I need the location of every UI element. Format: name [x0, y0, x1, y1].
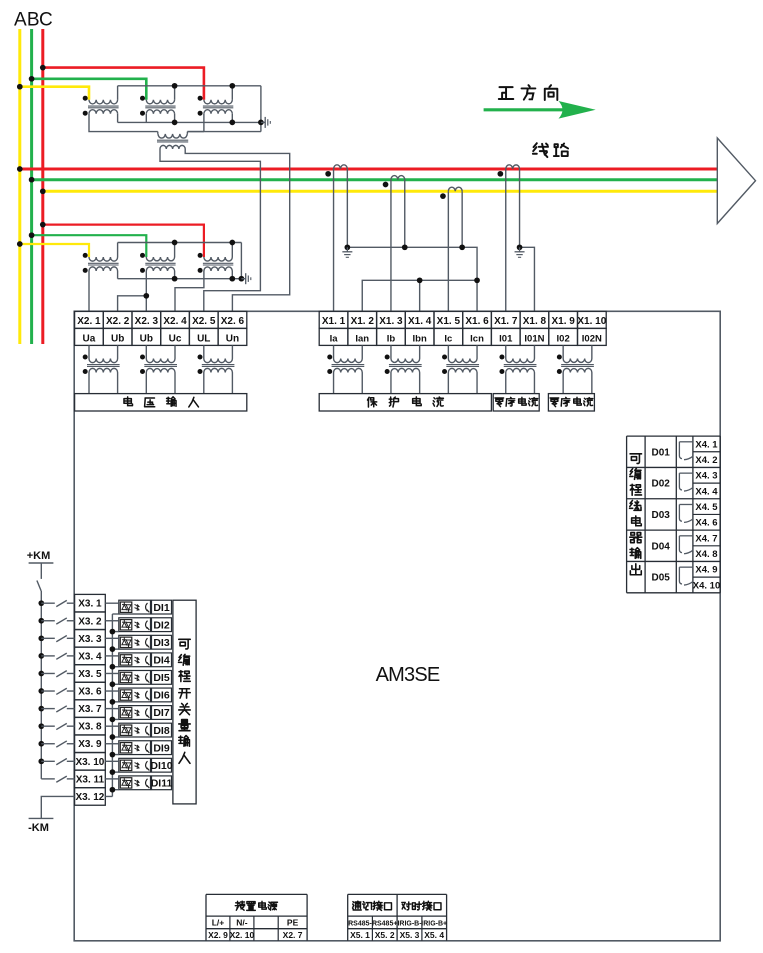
svg-text:X2. 6: X2. 6 — [221, 316, 245, 327]
svg-text:X3. 8: X3. 8 — [78, 722, 102, 733]
svg-text:X1. 2: X1. 2 — [351, 316, 375, 327]
svg-text:X1. 7: X1. 7 — [494, 316, 518, 327]
svg-text:Ib: Ib — [387, 333, 396, 344]
svg-text:DI4: DI4 — [153, 655, 170, 667]
svg-text:X2. 9: X2. 9 — [208, 930, 228, 940]
svg-text:AM3SE: AM3SE — [376, 664, 440, 686]
svg-text:X1. 6: X1. 6 — [465, 316, 489, 327]
svg-text:Ub: Ub — [111, 333, 124, 344]
svg-text:D05: D05 — [652, 573, 671, 584]
svg-text:Un: Un — [226, 333, 239, 344]
svg-text:X2. 1: X2. 1 — [77, 316, 101, 327]
svg-text:X2. 10: X2. 10 — [230, 930, 255, 940]
svg-text:X1. 8: X1. 8 — [523, 316, 547, 327]
svg-text:PE: PE — [287, 918, 299, 928]
svg-text:X2. 3: X2. 3 — [135, 316, 159, 327]
svg-text:X4. 3: X4. 3 — [695, 471, 717, 482]
svg-text:X2. 5: X2. 5 — [192, 316, 216, 327]
svg-text:X4. 1: X4. 1 — [695, 439, 718, 450]
svg-text:X4. 4: X4. 4 — [695, 486, 718, 497]
svg-text:X4. 2: X4. 2 — [695, 455, 717, 466]
svg-text:X3. 2: X3. 2 — [78, 616, 102, 627]
svg-text:X4. 5: X4. 5 — [695, 502, 718, 513]
svg-text:Ian: Ian — [355, 333, 369, 344]
svg-text:X3. 11: X3. 11 — [76, 774, 105, 785]
svg-text:N/-: N/- — [236, 918, 248, 928]
svg-text:RS485+: RS485+ — [372, 920, 398, 927]
svg-text:X4. 10: X4. 10 — [693, 580, 720, 591]
svg-text:I01: I01 — [499, 333, 513, 344]
svg-text:DI6: DI6 — [153, 690, 170, 702]
svg-text:A: A — [14, 10, 27, 31]
svg-text:X1. 4: X1. 4 — [408, 316, 432, 327]
svg-text:DI3: DI3 — [153, 637, 170, 649]
svg-text:X3. 1: X3. 1 — [78, 599, 102, 610]
svg-text:X3. 6: X3. 6 — [78, 687, 102, 698]
svg-text:X2. 7: X2. 7 — [283, 930, 303, 940]
svg-text:Ic: Ic — [444, 333, 452, 344]
svg-text:D01: D01 — [652, 447, 671, 458]
svg-text:X3. 4: X3. 4 — [78, 651, 102, 662]
svg-text:X3. 12: X3. 12 — [75, 792, 104, 803]
svg-text:X3. 5: X3. 5 — [78, 669, 102, 680]
svg-text:X1. 5: X1. 5 — [437, 316, 461, 327]
svg-text:X5. 4: X5. 4 — [424, 930, 444, 940]
svg-text:X3. 3: X3. 3 — [78, 634, 102, 645]
svg-text:DI1: DI1 — [153, 602, 170, 614]
svg-text:DI2: DI2 — [153, 619, 170, 631]
svg-text:X1. 9: X1. 9 — [551, 316, 575, 327]
svg-text:Uc: Uc — [169, 333, 182, 344]
svg-text:X3. 9: X3. 9 — [78, 739, 102, 750]
svg-text:DI11: DI11 — [151, 778, 173, 790]
svg-text:X2. 2: X2. 2 — [106, 316, 130, 327]
svg-text:X2. 4: X2. 4 — [163, 316, 187, 327]
svg-text:+KM: +KM — [27, 550, 51, 562]
svg-text:Icn: Icn — [470, 333, 484, 344]
svg-text:I02N: I02N — [582, 333, 602, 344]
svg-text:X4. 7: X4. 7 — [695, 533, 717, 544]
svg-text:-KM: -KM — [28, 822, 49, 834]
svg-text:X3. 7: X3. 7 — [78, 704, 102, 715]
svg-text:X4. 6: X4. 6 — [695, 518, 717, 529]
svg-text:D04: D04 — [652, 541, 671, 552]
svg-text:DI8: DI8 — [153, 725, 170, 737]
svg-text:DI10: DI10 — [150, 760, 172, 772]
svg-text:DI5: DI5 — [153, 672, 170, 684]
svg-text:X5. 3: X5. 3 — [400, 930, 420, 940]
svg-text:IRIG-B+: IRIG-B+ — [421, 920, 447, 927]
svg-text:C: C — [39, 10, 53, 31]
svg-text:RS485-: RS485- — [348, 920, 372, 927]
svg-text:D03: D03 — [652, 510, 671, 521]
svg-text:UL: UL — [197, 333, 210, 344]
svg-text:X3. 10: X3. 10 — [75, 757, 104, 768]
svg-text:X5. 1: X5. 1 — [350, 930, 370, 940]
svg-text:L/+: L/+ — [212, 918, 225, 928]
svg-text:I01N: I01N — [524, 333, 544, 344]
svg-text:DI7: DI7 — [153, 707, 170, 719]
svg-text:X1. 3: X1. 3 — [379, 316, 403, 327]
svg-text:IRIG-B-: IRIG-B- — [397, 920, 422, 927]
svg-text:X4. 8: X4. 8 — [695, 549, 717, 560]
svg-text:Ub: Ub — [140, 333, 153, 344]
svg-text:Ua: Ua — [83, 333, 96, 344]
svg-text:X1. 1: X1. 1 — [322, 316, 346, 327]
svg-text:I02: I02 — [557, 333, 570, 344]
svg-text:X4. 9: X4. 9 — [695, 565, 717, 576]
svg-text:X5. 2: X5. 2 — [375, 930, 395, 940]
svg-text:D02: D02 — [652, 479, 671, 490]
svg-text:Ia: Ia — [330, 333, 339, 344]
svg-text:B: B — [27, 10, 40, 31]
svg-text:Ibn: Ibn — [413, 333, 427, 344]
svg-text:X1. 10: X1. 10 — [577, 316, 606, 327]
svg-text:DI9: DI9 — [153, 742, 170, 754]
